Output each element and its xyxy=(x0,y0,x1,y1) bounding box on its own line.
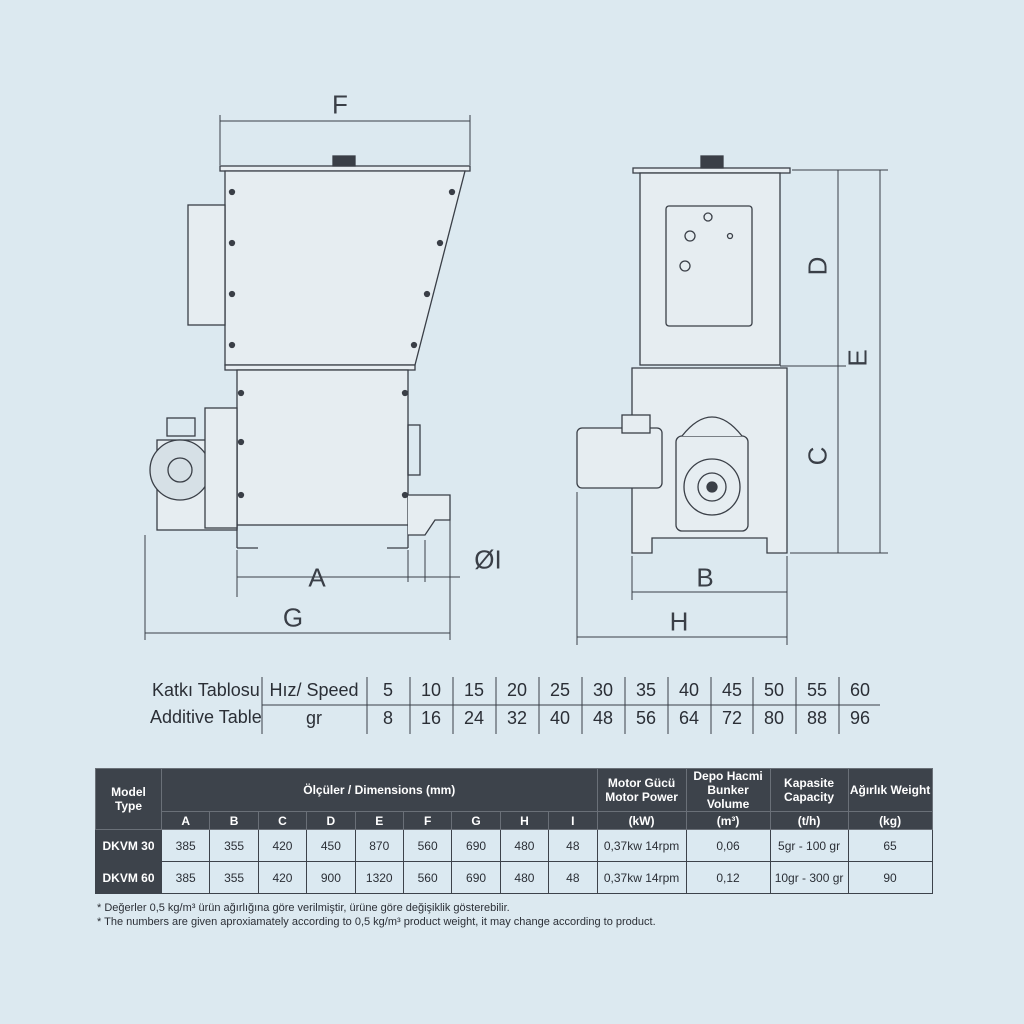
speed-value: 30 xyxy=(592,680,614,700)
volume-cell: 0,06 xyxy=(685,829,771,862)
dimension-cell: 385 xyxy=(160,861,211,894)
capacity-cell: 10gr - 300 gr xyxy=(769,861,849,894)
dim-column-header: D xyxy=(306,811,356,830)
additive-title-en: Additive Table xyxy=(150,707,262,727)
side-view xyxy=(576,155,791,554)
dimension-cell: 355 xyxy=(209,861,259,894)
volume-cell: 0,12 xyxy=(685,861,771,894)
dim-label-f: F xyxy=(332,89,348,120)
gr-value: 88 xyxy=(806,708,828,728)
motor-cell: 0,37kw 14rpm xyxy=(596,861,687,894)
dim-column-header: H xyxy=(499,811,550,830)
dim-column-header: E xyxy=(354,811,404,830)
dimension-cell: 420 xyxy=(257,861,308,894)
dim-label-i: ØI xyxy=(474,544,502,575)
dimension-cell: 560 xyxy=(402,861,453,894)
model-cell: DKVM 60 xyxy=(95,861,162,894)
dim-column-header: G xyxy=(451,811,501,830)
speed-value: 20 xyxy=(506,680,528,700)
front-view xyxy=(149,155,471,549)
model-cell: DKVM 30 xyxy=(95,829,162,862)
gr-value: 72 xyxy=(721,708,743,728)
dimension-cell: 48 xyxy=(548,861,598,894)
dimensions-header: Ölçüler / Dimensions (mm) xyxy=(161,768,598,812)
unit-header: (m³) xyxy=(685,811,771,830)
dimension-cell: 870 xyxy=(354,829,404,862)
dimension-cell: 420 xyxy=(257,829,308,862)
note-tr: * Değerler 0,5 kg/m³ ürün ağırlığına gör… xyxy=(97,902,510,914)
dimension-cell: 480 xyxy=(499,861,550,894)
dimension-cell: 48 xyxy=(548,829,598,862)
gr-label: gr xyxy=(305,708,323,728)
speed-value: 45 xyxy=(721,680,743,700)
additive-title-tr: Katkı Tablosu xyxy=(152,680,260,700)
gr-value: 40 xyxy=(549,708,571,728)
gr-value: 56 xyxy=(635,708,657,728)
gr-value: 80 xyxy=(763,708,785,728)
speed-value: 10 xyxy=(420,680,442,700)
dim-column-header: B xyxy=(209,811,259,830)
dim-label-b: B xyxy=(696,562,714,593)
speed-value: 40 xyxy=(678,680,700,700)
unit-header: (kg) xyxy=(847,811,933,830)
dimension-cell: 900 xyxy=(306,861,356,894)
gr-value: 64 xyxy=(678,708,700,728)
unit-header: (kW) xyxy=(596,811,687,830)
note-en: * The numbers are given aproxiamately ac… xyxy=(97,916,656,928)
dimension-cell: 560 xyxy=(402,829,453,862)
dimension-cell: 355 xyxy=(209,829,259,862)
weight-cell: 65 xyxy=(847,829,933,862)
dimension-lines xyxy=(144,115,888,645)
dim-column-header: F xyxy=(402,811,453,830)
weight-header: Ağırlık Weight xyxy=(847,768,933,812)
speed-value: 35 xyxy=(635,680,657,700)
dimension-cell: 690 xyxy=(451,861,501,894)
dim-column-header: I xyxy=(548,811,598,830)
motor-cell: 0,37kw 14rpm xyxy=(596,829,687,862)
speed-value: 15 xyxy=(463,680,485,700)
gr-value: 16 xyxy=(420,708,442,728)
capacity-cell: 5gr - 100 gr xyxy=(769,829,849,862)
speed-value: 55 xyxy=(806,680,828,700)
speed-value: 25 xyxy=(549,680,571,700)
speed-value: 50 xyxy=(763,680,785,700)
dim-column-header: C xyxy=(257,811,308,830)
dimension-cell: 480 xyxy=(499,829,550,862)
dim-label-a: A xyxy=(308,562,326,593)
speed-label: Hız/ Speed xyxy=(269,680,359,700)
dimension-cell: 1320 xyxy=(354,861,404,894)
gr-value: 32 xyxy=(506,708,528,728)
dim-column-header: A xyxy=(160,811,211,830)
dimension-cell: 385 xyxy=(160,829,211,862)
gr-value: 24 xyxy=(463,708,485,728)
gr-value: 48 xyxy=(592,708,614,728)
gr-value: 8 xyxy=(382,708,394,728)
dimension-cell: 690 xyxy=(451,829,501,862)
unit-header: (t/h) xyxy=(769,811,849,830)
gr-value: 96 xyxy=(849,708,871,728)
dim-label-g: G xyxy=(282,602,304,633)
speed-value: 60 xyxy=(849,680,871,700)
dimension-cell: 450 xyxy=(306,829,356,862)
speed-value: 5 xyxy=(382,680,394,700)
weight-cell: 90 xyxy=(847,861,933,894)
dim-label-h: H xyxy=(669,606,689,637)
